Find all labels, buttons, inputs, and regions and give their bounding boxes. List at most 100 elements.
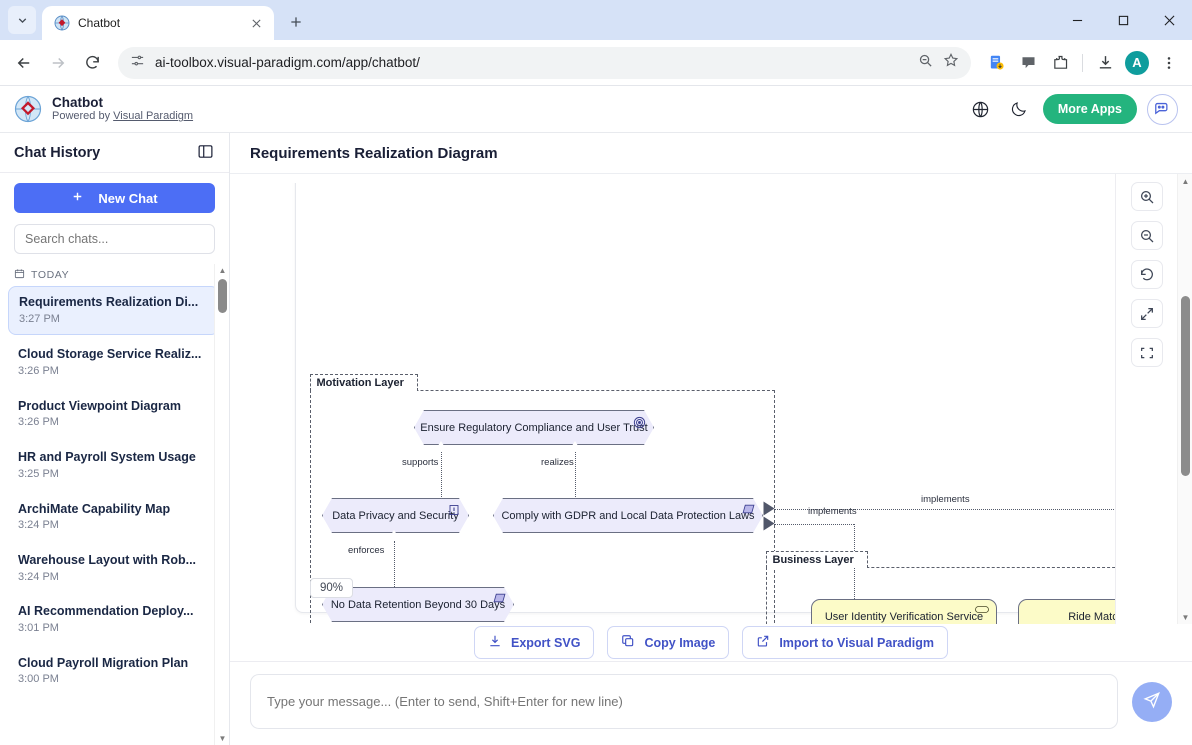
browser-tab[interactable]: Chatbot: [42, 6, 274, 40]
export-toolbar: Export SVG Copy Image Import to Visual P…: [230, 624, 1192, 661]
globe-icon[interactable]: [967, 95, 995, 123]
star-icon[interactable]: [943, 52, 959, 73]
requirement-icon: [741, 504, 755, 515]
export-svg-button[interactable]: Export SVG: [474, 626, 595, 659]
send-button[interactable]: [1132, 681, 1172, 722]
chat-item-title: HR and Payroll System Usage: [18, 450, 196, 465]
chat-item-time: 3:24 PM: [18, 570, 59, 583]
diagram-node-goal[interactable]: Ensure Regulatory Compliance and User Tr…: [414, 410, 654, 445]
diagram-node-identity-service[interactable]: User Identity Verification Service: [811, 599, 997, 624]
node-label: Ride Matching an: [1068, 610, 1115, 623]
scroll-up-arrow-icon[interactable]: ▲: [1181, 176, 1190, 186]
reset-zoom-icon[interactable]: [1130, 260, 1163, 289]
diagram-node-ride-matching[interactable]: Ride Matching an: [1018, 599, 1115, 624]
visual-paradigm-globe-icon: [54, 15, 70, 31]
forward-arrow-icon[interactable]: [42, 47, 74, 79]
toolbar-divider: [1082, 53, 1083, 72]
three-dot-menu-icon[interactable]: [1154, 48, 1184, 78]
diagram-node-driver[interactable]: Data Privacy and Security: [322, 498, 469, 533]
edge-label-implements: implements: [921, 494, 970, 505]
message-input[interactable]: [250, 674, 1118, 729]
page-title: Requirements Realization Diagram: [230, 133, 1192, 174]
tab-search-icon[interactable]: [8, 6, 36, 34]
extensions-puzzle-icon[interactable]: [1045, 48, 1075, 78]
more-apps-button[interactable]: More Apps: [1042, 94, 1137, 124]
tune-icon[interactable]: [130, 53, 145, 73]
realization-arrow: [434, 441, 448, 452]
chat-history-item[interactable]: Product Viewpoint Diagram 3:26 PM: [8, 391, 219, 438]
scroll-down-arrow-icon[interactable]: ▼: [218, 734, 227, 743]
zoom-out-icon[interactable]: [918, 53, 933, 73]
chat-history-item[interactable]: HR and Payroll System Usage 3:25 PM: [8, 442, 219, 489]
copy-image-label: Copy Image: [644, 635, 716, 650]
chat-history-item[interactable]: Warehouse Layout with Rob... 3:24 PM: [8, 545, 219, 592]
layer-motivation: Motivation Layer: [309, 374, 775, 624]
canvas-scrollbar[interactable]: ▲ ▼: [1177, 174, 1192, 624]
address-bar[interactable]: ai-toolbox.visual-paradigm.com/app/chatb…: [118, 46, 971, 79]
chat-history-item[interactable]: ArchiMate Capability Map 3:24 PM: [8, 494, 219, 541]
new-tab-button[interactable]: [282, 8, 310, 36]
app-title: Chatbot: [52, 94, 103, 110]
app-body: Chat History New Chat TODAY Requ: [0, 133, 1192, 745]
plus-icon: [71, 190, 84, 206]
avatar[interactable]: A: [1122, 48, 1152, 78]
diagram-node-requirement-gdpr[interactable]: Comply with GDPR and Local Data Protecti…: [493, 498, 763, 533]
zoom-level-badge[interactable]: 90%: [310, 578, 354, 598]
chat-history-sidebar: Chat History New Chat TODAY Requ: [0, 133, 230, 745]
fullscreen-icon[interactable]: [1130, 338, 1163, 367]
layer-label-business: Business Layer: [765, 551, 868, 568]
external-link-icon: [756, 634, 770, 651]
scroll-down-arrow-icon[interactable]: ▼: [1181, 612, 1190, 622]
canvas-scroll-thumb[interactable]: [1181, 296, 1190, 476]
chat-bubble-icon[interactable]: [1147, 93, 1178, 125]
export-svg-label: Export SVG: [511, 635, 581, 650]
chat-item-time: 3:26 PM: [18, 416, 59, 429]
sidebar-scrollbar[interactable]: ▲ ▼: [214, 264, 229, 745]
edge-label-enforces: enforces: [348, 545, 385, 556]
tab-title: Chatbot: [78, 16, 121, 30]
scroll-up-arrow-icon[interactable]: ▲: [218, 266, 227, 275]
connector: [441, 452, 442, 499]
moon-icon[interactable]: [1005, 95, 1033, 123]
copy-icon: [621, 634, 635, 651]
message-composer: [230, 661, 1192, 745]
chat-item-title: Product Viewpoint Diagram: [18, 398, 181, 413]
panel-collapse-icon[interactable]: [197, 143, 217, 163]
chat-item-time: 3:25 PM: [18, 467, 59, 480]
window-close-icon[interactable]: [1146, 0, 1192, 40]
chat-history-item[interactable]: Cloud Payroll Migration Plan 3:00 PM: [8, 648, 219, 695]
implements-arrow: [763, 501, 775, 516]
sidebar-scroll-thumb[interactable]: [218, 279, 227, 313]
import-to-vp-button[interactable]: Import to Visual Paradigm: [742, 626, 948, 659]
sidebar-header: Chat History: [0, 133, 229, 173]
download-icon: [488, 634, 502, 651]
layer-label-motivation: Motivation Layer: [309, 374, 418, 391]
section-label-text: TODAY: [31, 269, 70, 281]
node-label: Data Privacy and Security: [332, 509, 459, 522]
diagram-canvas[interactable]: Motivation Layer Ensure Regulatory Compl…: [239, 183, 1115, 624]
zoom-in-icon[interactable]: [1130, 182, 1163, 211]
reload-icon[interactable]: [76, 47, 108, 79]
chat-history-item[interactable]: Requirements Realization Di... 3:27 PM: [8, 286, 219, 336]
requirement-icon: [492, 593, 506, 604]
maximize-icon[interactable]: [1100, 0, 1146, 40]
minimize-icon[interactable]: [1054, 0, 1100, 40]
comment-icon[interactable]: [1013, 48, 1043, 78]
node-label: User Identity Verification Service: [824, 610, 984, 623]
diagram-node-requirement-retention[interactable]: No Data Retention Beyond 30 Days: [322, 587, 514, 622]
copy-image-button[interactable]: Copy Image: [607, 626, 730, 659]
downloads-icon[interactable]: [1090, 48, 1120, 78]
sidebar-actions: New Chat: [0, 173, 229, 254]
search-input[interactable]: [14, 224, 215, 254]
visual-paradigm-link[interactable]: Visual Paradigm: [113, 110, 194, 123]
extension-doc-icon[interactable]: [981, 48, 1011, 78]
back-arrow-icon[interactable]: [8, 47, 40, 79]
close-icon[interactable]: [246, 13, 266, 33]
new-chat-button[interactable]: New Chat: [14, 183, 215, 213]
canvas-wrapper: Motivation Layer Ensure Regulatory Compl…: [230, 174, 1192, 624]
edge-label-realizes: realizes: [541, 457, 574, 468]
expand-icon[interactable]: [1130, 299, 1163, 328]
zoom-out-icon[interactable]: [1130, 221, 1163, 250]
chat-history-item[interactable]: Cloud Storage Service Realiz... 3:26 PM: [8, 339, 219, 386]
chat-history-item[interactable]: AI Recommendation Deploy... 3:01 PM: [8, 596, 219, 643]
